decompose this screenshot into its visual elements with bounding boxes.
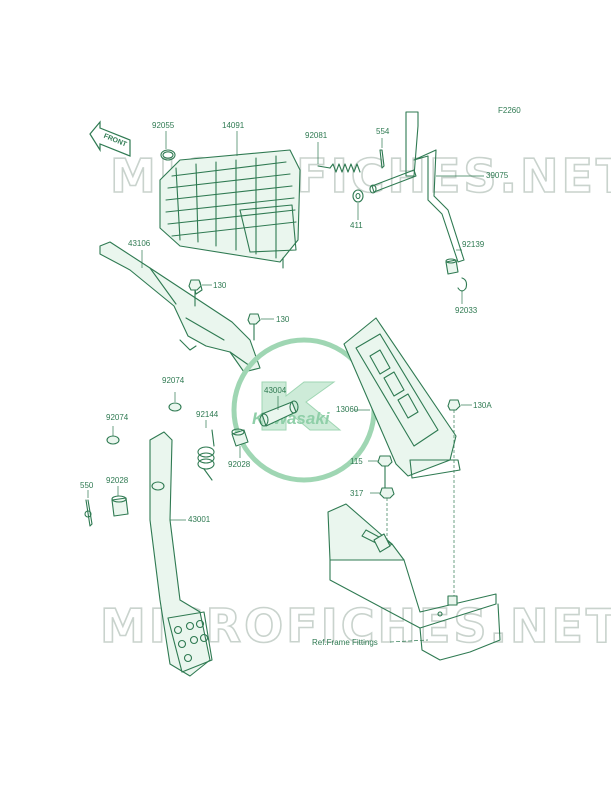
- label-92074-upper: 92074: [162, 376, 185, 385]
- part-92144-torsion-spring: [197, 420, 215, 481]
- part-43004-shaft: [259, 396, 299, 427]
- label-115: 115: [350, 457, 363, 466]
- part-92028-bushing-lower: [111, 486, 129, 517]
- reference-note: Ref.Frame Fittings: [312, 638, 378, 647]
- part-317-nut: [370, 487, 395, 540]
- label-411: 411: [350, 221, 363, 230]
- part-43001-brake-pedal: [149, 431, 213, 677]
- label-130-upper: 130: [213, 281, 227, 290]
- label-554: 554: [376, 127, 390, 136]
- part-frame-bracket: [327, 503, 501, 661]
- part-92139-bushing: [445, 249, 462, 275]
- part-13060-accel-pedal: [343, 317, 461, 479]
- label-92144: 92144: [196, 410, 219, 419]
- part-92081-spring: [317, 142, 361, 173]
- front-arrow-icon: FRONT: [89, 120, 131, 157]
- part-130-bolt-lower: [247, 313, 274, 341]
- part-550-cotter-pin: [84, 490, 93, 527]
- part-14091-boot: [159, 131, 301, 269]
- label-317: 317: [350, 489, 364, 498]
- label-92074-lower: 92074: [106, 413, 129, 422]
- part-554-pin: [379, 138, 385, 169]
- part-39075-rod: [369, 111, 484, 263]
- label-92055: 92055: [152, 121, 175, 130]
- part-92028-bushing-upper: [231, 428, 249, 458]
- label-13060: 13060: [336, 405, 359, 414]
- part-130-bolt-upper: [188, 279, 212, 307]
- part-92055-oring: [160, 131, 176, 161]
- label-92028-upper: 92028: [228, 460, 251, 469]
- part-115-bolt: [368, 455, 393, 491]
- label-130-lower: 130: [276, 315, 290, 324]
- diagram-code: F2260: [498, 106, 521, 115]
- label-14091: 14091: [222, 121, 245, 130]
- label-130A: 130A: [473, 401, 492, 410]
- part-92033-clip: [457, 277, 468, 304]
- label-39075: 39075: [486, 171, 509, 180]
- label-92028-lower: 92028: [106, 476, 129, 485]
- label-92033: 92033: [455, 306, 478, 315]
- part-43106-lever: [99, 241, 261, 373]
- label-92081: 92081: [305, 131, 328, 140]
- part-92074-cap-upper: [168, 392, 182, 412]
- label-43001: 43001: [188, 515, 211, 524]
- part-411-washer: [352, 189, 364, 220]
- part-92074-cap-lower: [106, 426, 120, 445]
- label-43106: 43106: [128, 239, 151, 248]
- label-550: 550: [80, 481, 94, 490]
- part-130A-bolt: [447, 399, 472, 604]
- label-92139: 92139: [462, 240, 485, 249]
- label-43004: 43004: [264, 386, 287, 395]
